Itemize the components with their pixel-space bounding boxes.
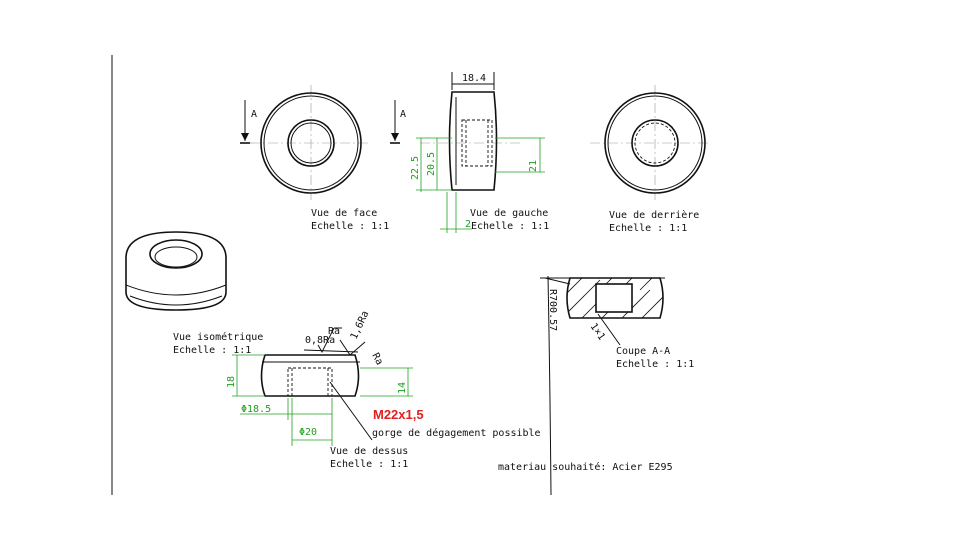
left-hidden-bore (461, 119, 493, 167)
roughness-symbol-2 (339, 339, 366, 356)
front-bore-circle (287, 119, 335, 167)
left-view-scale: Echelle : 1:1 (471, 221, 549, 232)
back-bore-circle (631, 119, 679, 167)
dim-outer-height: 22.5 (410, 156, 421, 180)
dim-bore: 21 (528, 160, 539, 172)
radius-leader (547, 275, 552, 496)
iso-view-title: Vue isométrique (173, 331, 263, 343)
dim-top-right: 14 (397, 382, 408, 394)
front-view: A Vue de face Echelle : 1:1 (240, 85, 389, 232)
iso-view: Vue isométrique Echelle : 1:1 (125, 231, 263, 356)
top-body (260, 354, 360, 397)
left-view: A 18.4 22.5 20.5 21 2 Vue de gauche Eche… (390, 72, 549, 233)
top-hidden-bore (287, 367, 333, 397)
section-view: R700.57 1×1 Coupe A-A Echelle : 1:1 (540, 275, 694, 496)
groove-note: gorge de dégagement possible (372, 427, 541, 439)
material-note: materiau souhaité: Acier E295 (498, 461, 673, 473)
chamfer-leader (597, 313, 621, 346)
top-view: Ra 0,8Ra 1,6Ra Ra 18 14 Φ18.5 Φ20 Vue de… (226, 309, 413, 470)
back-view-scale: Echelle : 1:1 (609, 223, 687, 234)
iso-body (125, 231, 227, 311)
left-body (448, 91, 498, 191)
roughness-2-value: 1,6Ra (349, 309, 372, 341)
dim-chamfer: 1×1 (588, 321, 607, 342)
dim-top-height: 18 (226, 376, 237, 388)
dim-dia-bore: Φ18.5 (241, 404, 271, 415)
front-view-title: Vue de face (311, 208, 377, 219)
section-hatch (567, 278, 663, 318)
section-body (566, 277, 664, 319)
front-outer-circle (260, 92, 362, 194)
roughness-2-sym: Ra (369, 351, 384, 367)
back-outer-circle (604, 92, 706, 194)
roughness-1-value: 0,8Ra (305, 335, 335, 346)
back-view-title: Vue de derrière (609, 209, 699, 221)
dim-dia-thread: Φ20 (299, 427, 317, 438)
top-view-title: Vue de dessus (330, 446, 408, 457)
dim-radius: R700.57 (547, 289, 558, 331)
section-view-scale: Echelle : 1:1 (616, 359, 694, 370)
left-view-title: Vue de gauche (470, 208, 548, 219)
iso-view-scale: Echelle : 1:1 (173, 345, 251, 356)
dim-step: 2 (465, 219, 471, 230)
roughness-symbol-1 (317, 327, 335, 354)
section-mark-left: A (400, 109, 406, 120)
thread-leader (329, 381, 373, 441)
top-view-scale: Echelle : 1:1 (330, 459, 408, 470)
section-bore (595, 283, 633, 313)
dim-inner-height: 20.5 (426, 152, 437, 176)
back-view: Vue de derrière Echelle : 1:1 (590, 85, 710, 234)
thread-callout: M22x1,5 (373, 407, 424, 422)
roughness-1-sym: Ra (328, 326, 340, 337)
front-view-scale: Echelle : 1:1 (311, 221, 389, 232)
dim-width: 18.4 (462, 73, 486, 84)
section-view-title: Coupe A-A (616, 346, 670, 357)
section-mark-front: A (251, 109, 257, 120)
iso-bore (149, 239, 203, 269)
